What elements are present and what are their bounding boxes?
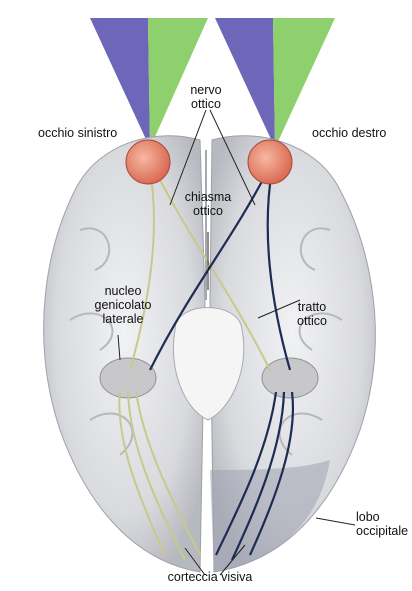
label-occipital-line1: lobo [356,510,408,524]
label-right-eye: occhio destro [312,126,386,140]
eyes [126,140,292,184]
label-lgn: nucleo genicolato laterale [88,284,158,326]
leader-occipital [316,518,355,525]
label-chiasm: chiasma ottico [182,190,234,218]
label-left-eye: occhio sinistro [38,126,117,140]
label-optic-tract-line1: tratto [292,300,332,314]
right-eye-icon [248,140,292,184]
label-lgn-line2: genicolato [88,298,158,312]
label-optic-tract: tratto ottico [292,300,332,328]
left-eye-icon [126,140,170,184]
label-chiasm-line1: chiasma [182,190,234,204]
lgn-right [262,358,318,398]
label-optic-tract-line2: ottico [292,314,332,328]
label-visual-cortex: corteccia visiva [160,570,260,584]
label-optic-nerve: nervo ottico [186,83,226,111]
label-optic-nerve-line2: ottico [186,97,226,111]
label-chiasm-line2: ottico [182,204,234,218]
label-optic-nerve-line1: nervo [186,83,226,97]
label-lgn-line3: laterale [88,312,158,326]
label-occipital-line2: occipitale [356,524,408,538]
label-lgn-line1: nucleo [88,284,158,298]
label-occipital-lobe: lobo occipitale [356,510,408,538]
